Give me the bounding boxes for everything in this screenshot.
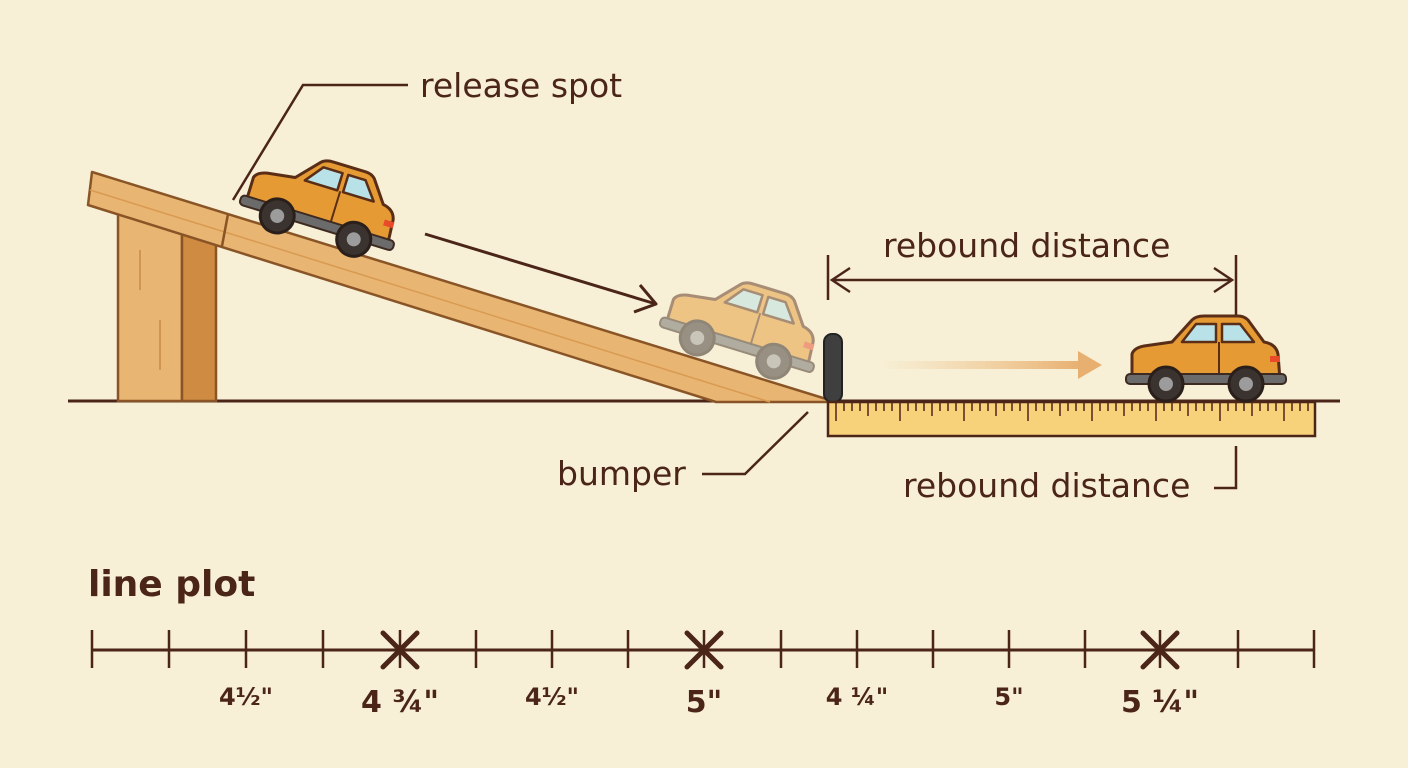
rebound-distance-bottom-label: rebound distance <box>903 466 1190 505</box>
line-plot-tick-label: 4½" <box>525 683 579 711</box>
bumper-label: bumper <box>557 454 686 493</box>
line-plot-tick-label: 4 ¼" <box>826 683 888 711</box>
line-plot-tick-label: 5" <box>686 685 723 720</box>
line-plot-tick-label: 5" <box>994 683 1023 711</box>
bumper-leader <box>702 411 809 476</box>
release-spot-leader <box>231 83 408 201</box>
rebound-bottom-leader <box>1214 446 1238 490</box>
line-plot-title: line plot <box>88 564 255 605</box>
line-plot-tick-label: 4 ¾" <box>361 685 439 720</box>
line-plot-tick-label: 5 ¼" <box>1121 685 1199 720</box>
release-spot-label: release spot <box>420 66 622 105</box>
rebound-dimension <box>826 255 1238 325</box>
ruler <box>826 400 1317 438</box>
car-rebound <box>1124 314 1288 403</box>
rebound-distance-top-label: rebound distance <box>883 226 1170 265</box>
motion-arrow-icon <box>424 232 658 314</box>
ramp-support <box>116 210 218 403</box>
bumper <box>823 333 843 403</box>
line-plot: 4½" 4 ¾" 4½" 5" 4 ¼" 5" 5 ¼" <box>90 630 1316 720</box>
line-plot-tick-label: 4½" <box>219 683 273 711</box>
line-plot-x-mark <box>380 630 420 670</box>
line-plot-x-mark <box>684 630 724 670</box>
rebound-arrow-icon <box>880 351 1102 379</box>
line-plot-x-mark <box>1140 630 1180 670</box>
